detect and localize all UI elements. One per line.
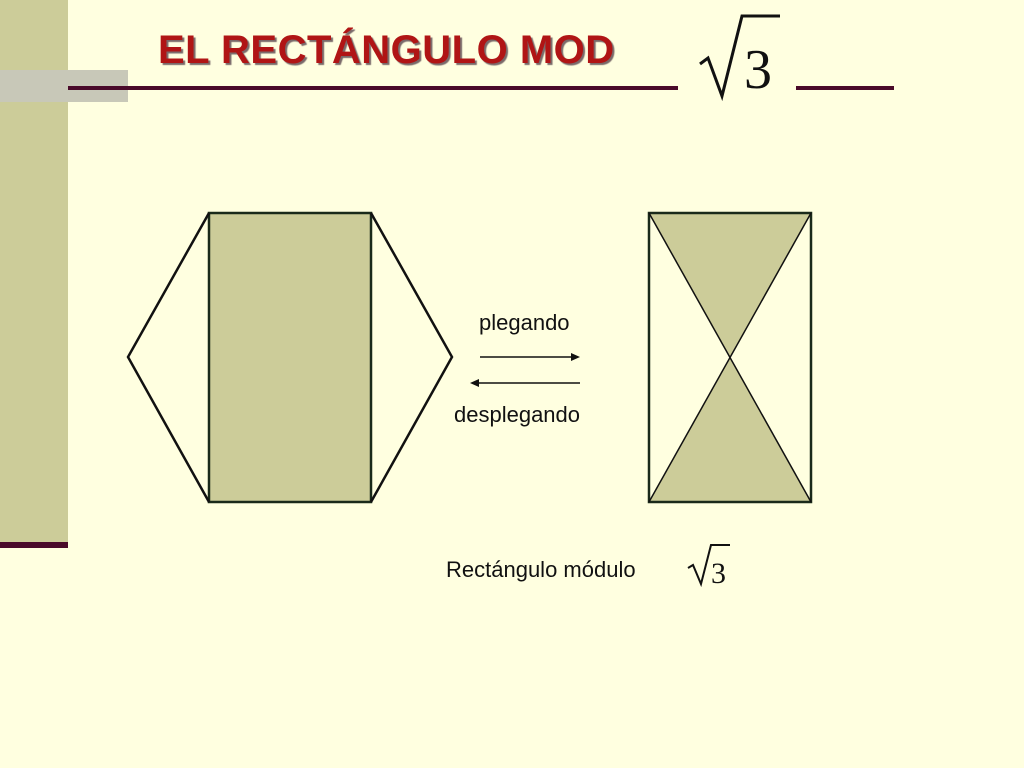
bottom-triangle [649,357,811,502]
hexagon-left-flap [126,212,211,503]
hexagon-right-flap [369,212,454,503]
caption-sqrt-radicand: 3 [711,557,726,590]
title-underline-right [796,86,894,90]
top-triangle [649,213,811,357]
diagonal-2 [648,212,812,503]
title-sqrt-symbol: 3 [699,14,780,102]
caption-sqrt-symbol: 3 [687,544,730,590]
label-folding: plegando [479,310,570,335]
unfolded-hexagon-figure [126,211,454,504]
outer-rectangle [647,211,813,504]
fold-arrow [480,353,580,361]
title-sqrt-radicand: 3 [744,39,772,101]
slide-title: EL RECTÁNGULO MOD [158,28,615,72]
unfold-arrow [470,379,580,387]
label-unfolding: desplegando [454,402,581,427]
folded-rectangle-figure [647,211,813,504]
caption-module-rectangle: Rectángulo módulo [446,557,636,582]
title-underline-left [68,86,678,90]
side-band-rule [0,542,68,548]
central-rectangle [207,211,373,504]
